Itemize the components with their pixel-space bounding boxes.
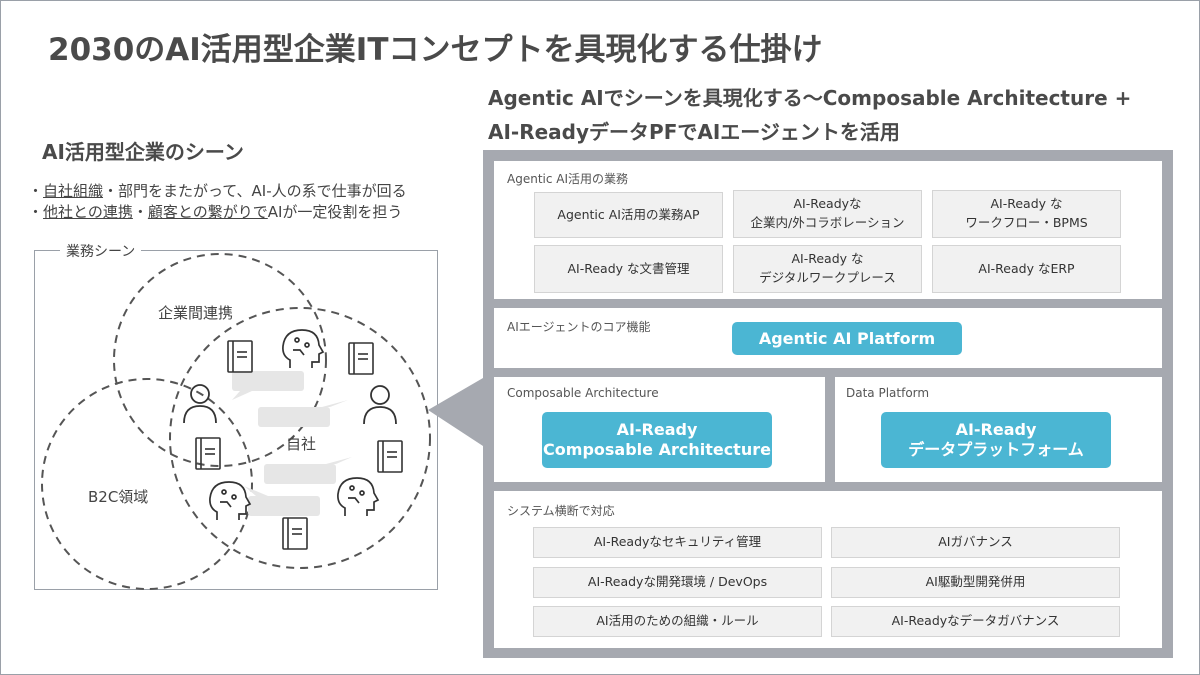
system-cell: AI活用のための組織・ルール (533, 606, 822, 637)
circle-label-own-company: 自社 (286, 435, 317, 453)
circle-b2c (41, 378, 253, 590)
scene-box-label: 業務シーン (60, 241, 142, 261)
business-cell: AI-Ready な ワークフロー・BPMS (932, 190, 1121, 238)
circle-own-company (169, 307, 431, 569)
bullet-1: ・自社組織・部門をまたがって、AI-人の系で仕事が回る (28, 182, 407, 200)
document-icon (195, 437, 221, 470)
ai-head-icon (282, 329, 325, 368)
agentic-ai-platform-box: Agentic AI Platform (732, 322, 962, 355)
speech-bubble-icon (264, 457, 352, 484)
panel-business-label: Agentic AI活用の業務 (507, 172, 629, 186)
scene-box (34, 250, 438, 590)
ai-head-icon (209, 481, 252, 520)
right-heading-line1: Agentic AIでシーンを具現化する〜Composable Architec… (488, 86, 1132, 110)
data-platform-box: AI-Ready データプラットフォーム (881, 412, 1111, 468)
system-cell: AIガバナンス (831, 527, 1120, 558)
panel-system-label: システム横断で対応 (507, 504, 615, 518)
business-cell: AI-Ready な デジタルワークプレース (733, 245, 922, 293)
document-icon (227, 340, 253, 373)
system-cell: AI-Readyなセキュリティ管理 (533, 527, 822, 558)
document-icon (377, 440, 403, 473)
document-icon (348, 342, 374, 375)
scene-heading: AI活用型企業のシーン (42, 140, 244, 164)
ai-head-icon (337, 477, 380, 516)
composable-architecture-box: AI-Ready Composable Architecture (542, 412, 772, 468)
panel-data-platform-label: Data Platform (846, 386, 930, 400)
person-icon (363, 385, 397, 425)
circle-label-b2c: B2C領域 (88, 488, 149, 506)
business-cell: AI-Ready な文書管理 (534, 245, 723, 293)
connector-wedge (428, 378, 483, 446)
bullet-2: ・他社との連携・顧客との繋がりでAIが一定役割を担う (28, 203, 403, 221)
circle-inter-company (113, 253, 327, 467)
business-cell: AI-Readyな 企業内/外コラボレーション (733, 190, 922, 238)
business-cell: Agentic AI活用の業務AP (534, 192, 723, 238)
business-cell: AI-Ready なERP (932, 245, 1121, 293)
person-icon (183, 384, 217, 424)
speech-bubble-icon (258, 400, 348, 427)
page-title: 2030のAI活用型企業ITコンセプトを具現化する仕掛け (48, 32, 823, 68)
system-cell: AI駆動型開発併用 (831, 567, 1120, 598)
system-cell: AI-Readyなデータガバナンス (831, 606, 1120, 637)
panel-core-label: AIエージェントのコア機能 (507, 320, 651, 334)
speech-bubble-icon (244, 486, 320, 516)
system-cell: AI-Readyな開発環境 / DevOps (533, 567, 822, 598)
panel-composable-label: Composable Architecture (507, 386, 659, 400)
speech-bubble-icon (232, 371, 304, 400)
circle-label-inter-company: 企業間連携 (158, 304, 234, 322)
document-icon (282, 517, 308, 550)
right-heading-line2: AI-ReadyデータPFでAIエージェントを活用 (488, 120, 900, 144)
